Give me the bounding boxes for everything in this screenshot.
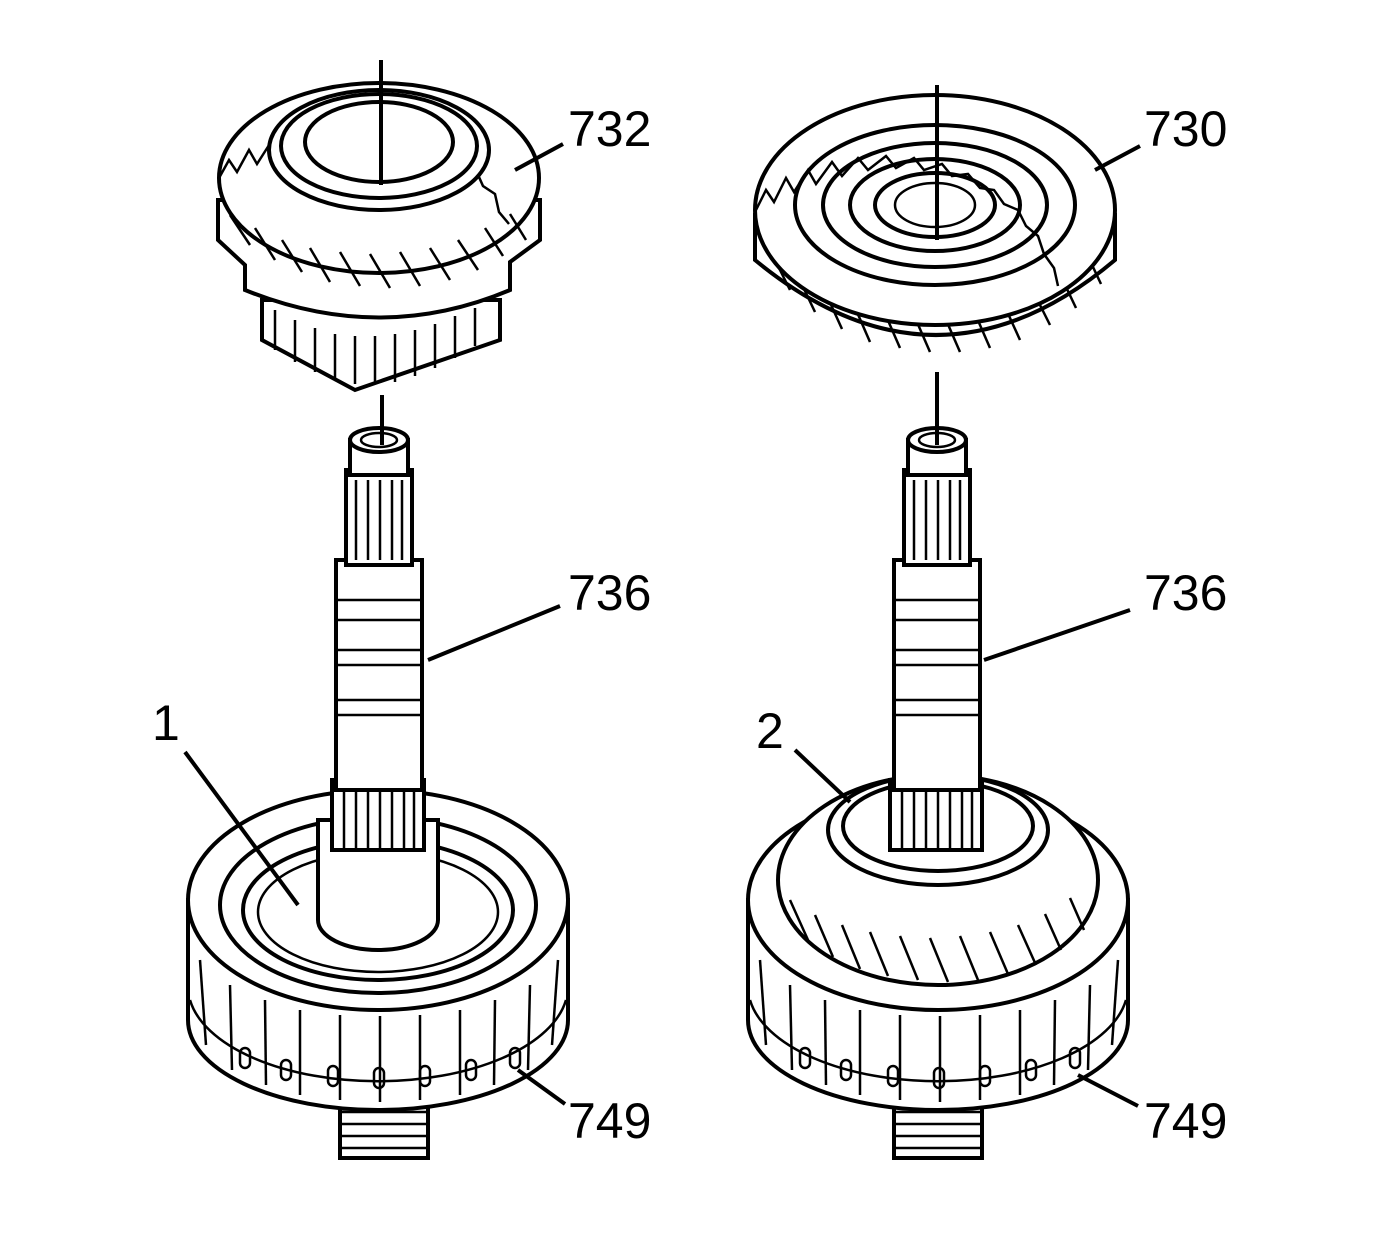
marker-1: 1 [152,695,180,751]
right-callouts: 730 736 749 2 [756,101,1227,1149]
marker-2: 2 [756,703,784,759]
right-assembly: 730 736 749 2 [746,85,1227,1160]
label-736-right: 736 [1144,565,1227,621]
left-callouts: 732 736 749 1 [152,101,651,1149]
label-749-left: 749 [568,1093,651,1149]
label-730: 730 [1144,101,1227,157]
left-assembly: 732 736 749 1 [152,60,651,1160]
right-housing [746,773,1130,1160]
label-736-left: 736 [568,565,651,621]
left-shaft [316,395,440,952]
label-732: 732 [568,101,651,157]
left-gear [216,60,542,393]
label-749-right: 749 [1144,1093,1227,1149]
right-gear [753,85,1117,353]
right-shaft [888,372,984,852]
